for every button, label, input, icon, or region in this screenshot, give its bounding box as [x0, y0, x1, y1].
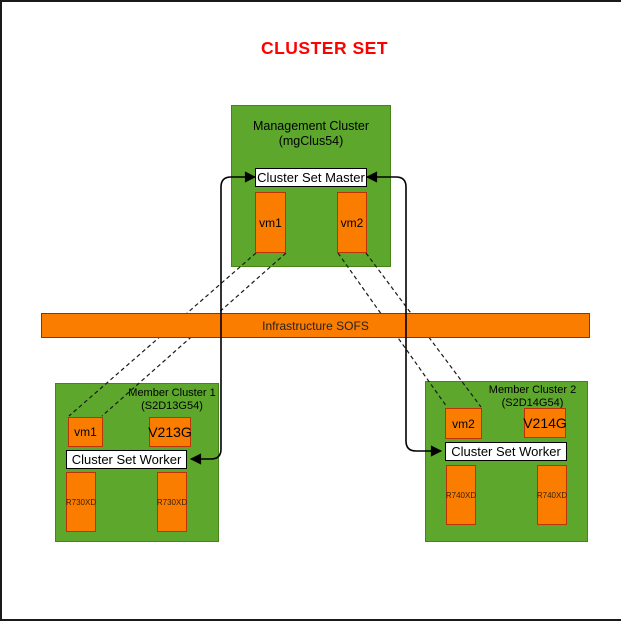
node-box-r730xd-1: R730XD	[66, 472, 96, 532]
volume-box-v213g: V213G	[148, 417, 192, 447]
cluster-set-master-label: Cluster Set Master	[255, 168, 367, 187]
infrastructure-sofs-bar: Infrastructure SOFS	[41, 313, 590, 338]
member-cluster-1-id: (S2D13G54)	[141, 400, 203, 412]
management-cluster-name: Management Cluster	[252, 119, 370, 133]
member-cluster-2-label: Member Cluster 2 (S2D14G54)	[480, 384, 585, 410]
management-cluster-label: Management Cluster (mgClus54)	[231, 119, 391, 149]
node-box-r730xd-2: R730XD	[157, 472, 187, 532]
cluster-set-worker-2-label: Cluster Set Worker	[445, 442, 567, 461]
volume-box-v214g: V214G	[523, 408, 567, 438]
cluster-set-worker-1-label: Cluster Set Worker	[66, 450, 187, 469]
vm-box-management-vm1: vm1	[255, 192, 286, 253]
vm-box-member2-vm2: vm2	[445, 408, 482, 439]
member-cluster-1-label: Member Cluster 1 (S2D13G54)	[120, 387, 224, 413]
vm-box-member1-vm1: vm1	[68, 417, 103, 447]
diagram-title: CLUSTER SET	[260, 38, 389, 58]
member-cluster-2-name: Member Cluster 2	[488, 384, 577, 396]
vm-box-management-vm2: vm2	[337, 192, 367, 253]
management-cluster-id: (mgClus54)	[278, 134, 344, 148]
node-box-r740xd-1: R740XD	[446, 465, 476, 525]
member-cluster-2-id: (S2D14G54)	[501, 397, 564, 409]
node-box-r740xd-2: R740XD	[537, 465, 567, 525]
member-cluster-1-name: Member Cluster 1	[128, 387, 216, 399]
